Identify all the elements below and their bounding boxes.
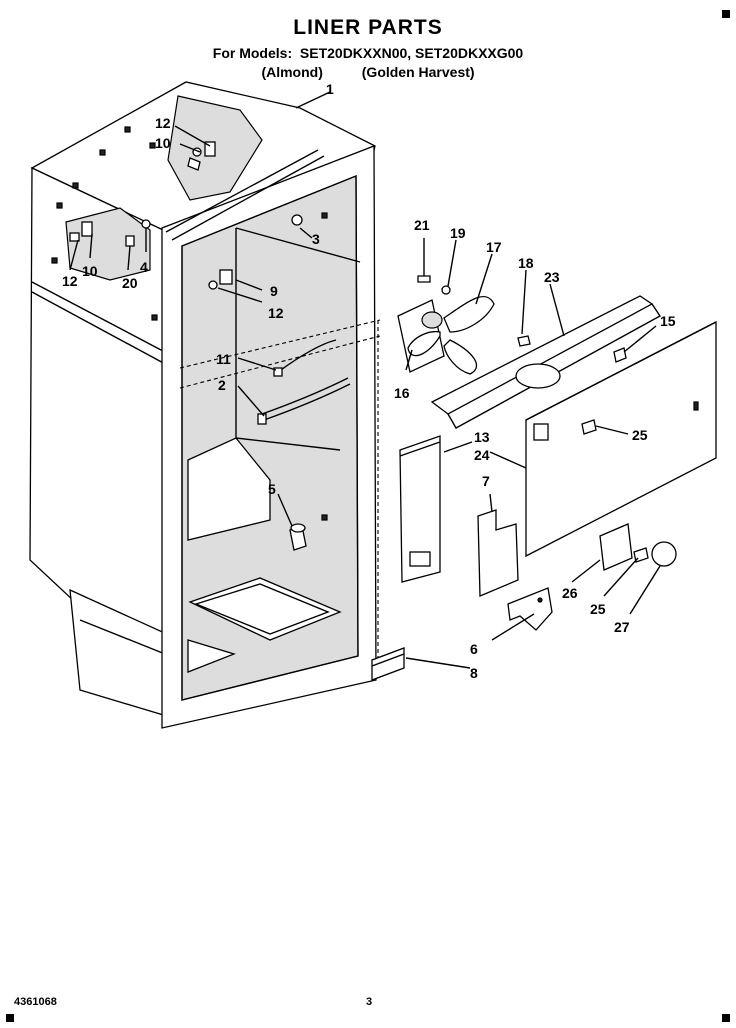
callout-12b: 12: [62, 273, 78, 289]
callout-12c: 12: [268, 305, 284, 321]
callout-3: 3: [312, 231, 320, 247]
callout-27: 27: [614, 619, 630, 635]
liner-cabinet: [29, 81, 381, 729]
callout-13: 13: [474, 429, 490, 445]
callout-16: 16: [394, 385, 410, 401]
leader-lines: [69, 91, 661, 669]
corner-mark-bottom-left: [6, 1014, 14, 1022]
callout-17: 17: [486, 239, 502, 255]
callout-10b: 10: [82, 263, 98, 279]
callout-24: 24: [474, 447, 490, 463]
callout-20: 20: [122, 275, 138, 291]
callout-25a: 25: [632, 427, 648, 443]
callout-12a: 12: [155, 115, 171, 131]
callout-6: 6: [470, 641, 478, 657]
fan-assembly: [371, 275, 717, 681]
callout-1: 1: [326, 81, 334, 97]
callout-8: 8: [470, 665, 478, 681]
callout-9: 9: [270, 283, 278, 299]
callout-labels: 1 12 10 3 4 12 10 20 9 12 11 2 5 21 19 1…: [62, 81, 676, 681]
document-number: 4361068: [14, 996, 57, 1008]
colors-line: (Almond) (Golden Harvest): [261, 64, 475, 80]
corner-mark-top-right: [722, 10, 730, 18]
callout-7: 7: [482, 473, 490, 489]
callout-2: 2: [218, 377, 226, 393]
callout-23: 23: [544, 269, 560, 285]
callout-18: 18: [518, 255, 534, 271]
callout-21: 21: [414, 217, 430, 233]
callout-11: 11: [216, 351, 231, 367]
models-line: For Models: SET20DKXXN00, SET20DKXXG00: [212, 45, 524, 61]
callout-5: 5: [268, 481, 276, 497]
corner-mark-bottom-right: [722, 1014, 730, 1022]
callout-25b: 25: [590, 601, 606, 617]
page-title: LINER PARTS: [293, 16, 443, 39]
screws-and-clips: [69, 141, 351, 551]
callout-10a: 10: [155, 135, 171, 151]
callout-15: 15: [660, 313, 676, 329]
callout-26: 26: [562, 585, 578, 601]
callout-4: 4: [140, 259, 148, 275]
page-number: 3: [366, 996, 373, 1008]
callout-19: 19: [450, 225, 466, 241]
